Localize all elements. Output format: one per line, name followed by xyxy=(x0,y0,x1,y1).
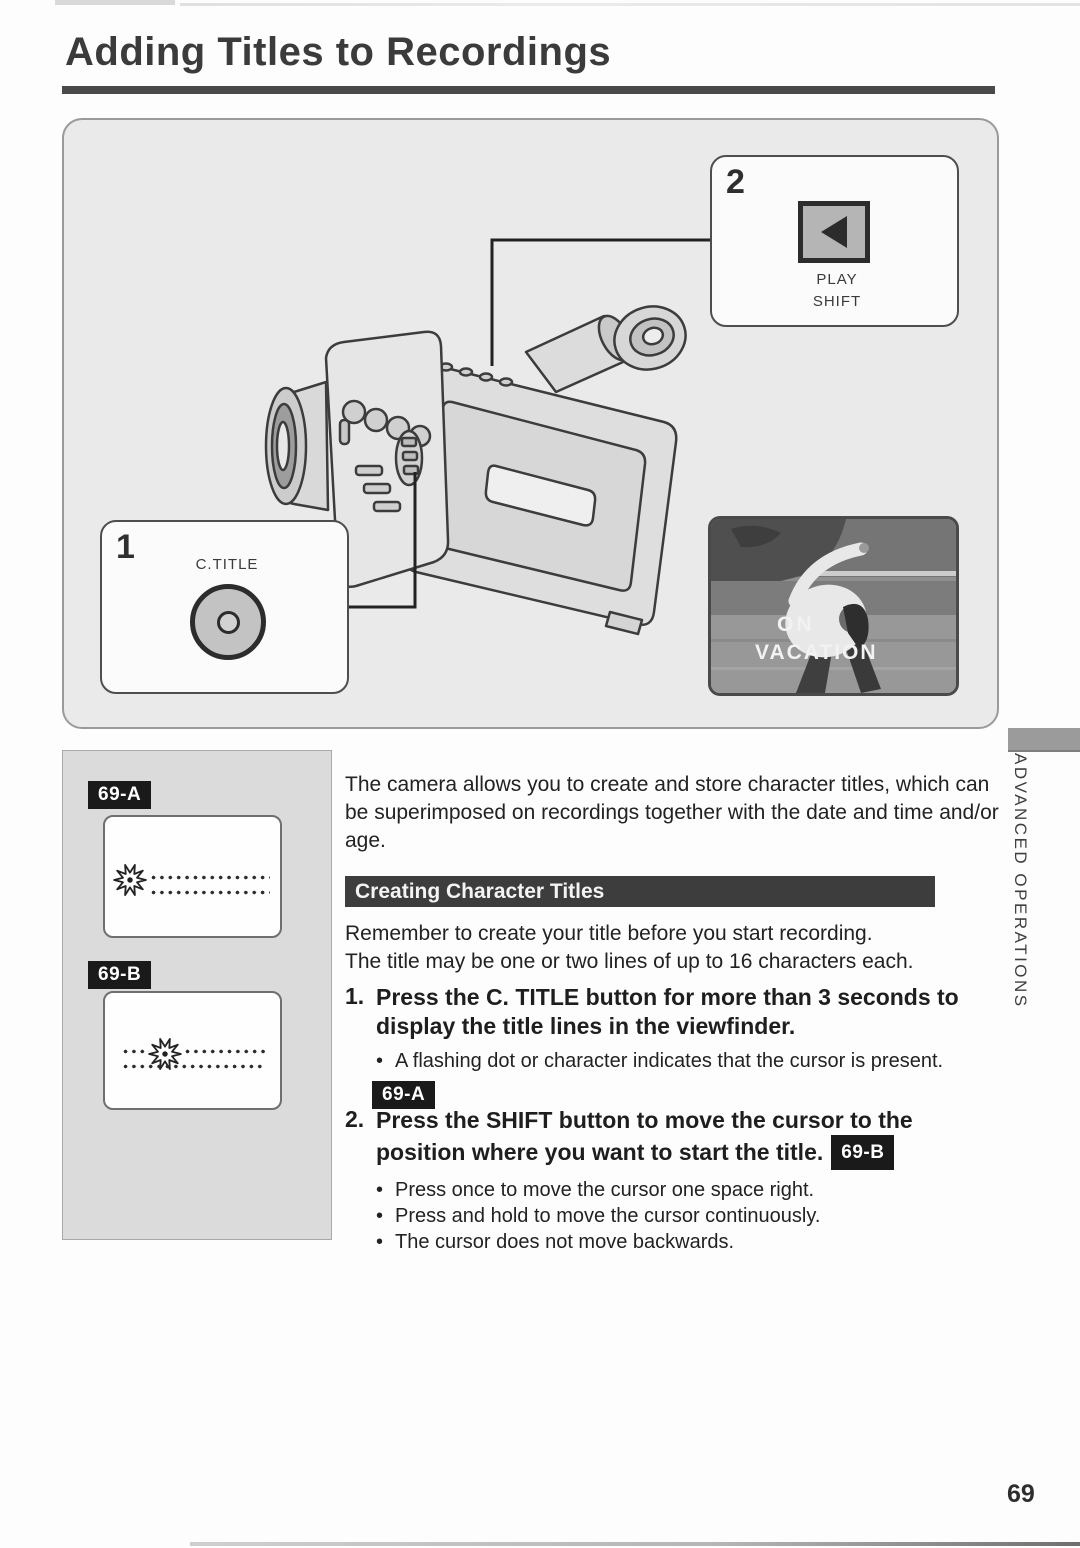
step-2-bullet: The cursor does not move backwards. xyxy=(376,1229,1007,1255)
c-title-label: C.TITLE xyxy=(195,556,259,573)
title-underline xyxy=(62,86,995,94)
section-intro-line1: Remember to create your title before you… xyxy=(345,922,873,945)
play-label: PLAY xyxy=(816,271,858,288)
play-icon xyxy=(821,216,847,248)
leader-line-callout-2 xyxy=(490,238,712,366)
cursor-burst-icon xyxy=(148,1038,182,1070)
step-1-text: Press the C. TITLE button for more than … xyxy=(376,984,959,1039)
c-title-button xyxy=(190,584,266,660)
step-2-bullet: Press once to move the cursor one space … xyxy=(376,1177,1007,1203)
title-dots-row xyxy=(185,1049,266,1054)
play-shift-button xyxy=(798,201,870,263)
callout-1: 1 C.TITLE xyxy=(100,520,349,694)
section-header: Creating Character Titles xyxy=(345,876,935,907)
title-dots-row xyxy=(151,875,270,880)
scan-artifact-bottom xyxy=(190,1542,1080,1546)
advanced-operations-label: ADVANCED OPERATIONS xyxy=(1011,753,1030,1009)
c-title-button-center xyxy=(217,611,240,634)
title-dots-row xyxy=(123,1049,149,1054)
title-dots-row xyxy=(151,890,270,895)
viewfinder-box-b xyxy=(103,991,282,1110)
step-2-bullet: Press and hold to move the cursor contin… xyxy=(376,1203,1007,1229)
camcorder-illustration xyxy=(264,238,712,636)
scan-artifact-top-smudge xyxy=(55,0,175,5)
photo-title-line1: ON xyxy=(777,613,815,636)
viewfinder-box-a xyxy=(103,815,282,938)
photo-scene: ON VACATION xyxy=(711,519,956,693)
cursor-burst-icon xyxy=(113,864,147,896)
page-number: 69 xyxy=(1007,1480,1035,1508)
raised-arm xyxy=(788,542,868,608)
hair xyxy=(843,603,869,649)
figure-badge-69b: 69-B xyxy=(88,961,152,989)
torso xyxy=(785,584,867,658)
step-2-number: 2. xyxy=(345,1106,365,1132)
step-2-text: Press the SHIFT button to move the curso… xyxy=(376,1106,1007,1170)
leader-line-callout-1 xyxy=(349,472,417,609)
photo-title-line2: VACATION xyxy=(755,641,878,664)
figure-badge-69a: 69-A xyxy=(88,781,152,809)
chapter-edge-tab xyxy=(1008,728,1080,752)
callout-2: 2 PLAY SHIFT xyxy=(710,155,959,327)
viewfinder-photo: ON VACATION xyxy=(708,516,959,696)
step-1-bullet: A flashing dot or character indicates th… xyxy=(376,1048,1007,1074)
step-2: 2. Press the SHIFT button to move the cu… xyxy=(345,1106,1007,1255)
step-1: 1. Press the C. TITLE button for more th… xyxy=(345,983,1007,1109)
page-title: Adding Titles to Recordings xyxy=(65,30,612,74)
sidebar-figures-panel: 69-A 69-B xyxy=(62,750,332,1240)
step-1-number: 1. xyxy=(345,983,365,1009)
text-column: The camera allows you to create and stor… xyxy=(345,750,1007,1270)
section-intro-line2: The title may be one or two lines of up … xyxy=(345,950,914,973)
shift-label: SHIFT xyxy=(812,293,862,310)
ref-badge-69b: 69-B xyxy=(831,1135,895,1170)
diagram-panel: 2 PLAY SHIFT 1 C.TITLE xyxy=(62,118,999,729)
callout-2-number: 2 xyxy=(726,163,745,201)
scan-artifact-top xyxy=(180,3,1080,6)
title-dots-row xyxy=(123,1064,266,1069)
intro-paragraph: The camera allows you to create and stor… xyxy=(345,773,999,852)
ref-badge-69a: 69-A xyxy=(372,1081,436,1109)
callout-1-number: 1 xyxy=(116,528,135,566)
grip-slot xyxy=(484,464,597,527)
